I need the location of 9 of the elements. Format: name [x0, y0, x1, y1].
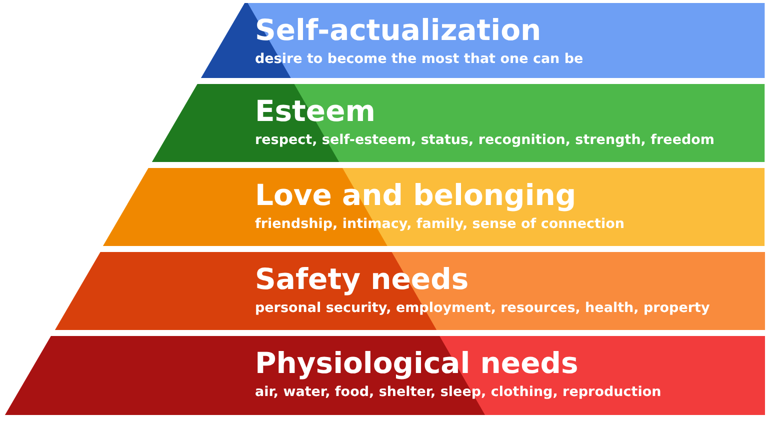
level-description: air, water, food, shelter, sleep, clothing, reproduction: [255, 383, 662, 401]
level-description: friendship, intimacy, family, sense of connection: [254, 215, 624, 233]
level-description: respect, self-esteem, status, recognition, strength, freedom: [254, 131, 714, 149]
level-heading: Esteem: [254, 94, 376, 128]
level-description: desire to become the most that one can be: [254, 50, 584, 68]
level-description: personal security, employment, resources, health, property: [254, 299, 710, 317]
level-heading: Safety needs: [254, 262, 469, 296]
level-heading: Physiological needs: [255, 346, 578, 380]
level-heading: Love and belonging: [254, 178, 576, 212]
